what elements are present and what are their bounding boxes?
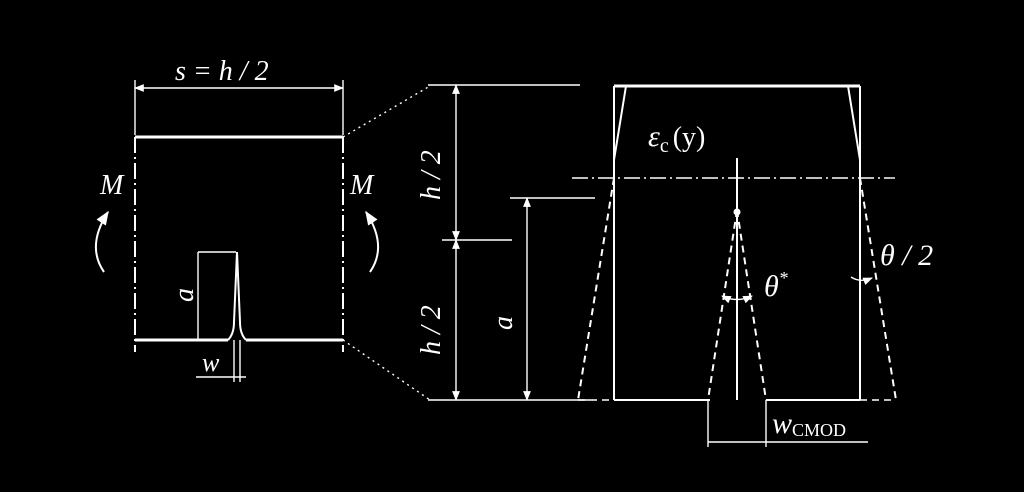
- crack-face-right: [736, 209, 767, 401]
- beam-segment: s = h / 2 a w M M: [94, 56, 380, 382]
- moment-arrow-left: [94, 210, 109, 273]
- strain-profile-left: [613, 85, 627, 178]
- theta-half-label: θ / 2: [880, 239, 933, 272]
- theta-star-arc: [721, 295, 753, 304]
- strain-label: εc(y): [648, 120, 705, 157]
- theta-star-label: θ*: [764, 268, 788, 303]
- half-height-top-label: h / 2: [416, 150, 447, 200]
- strain-profile-right: [847, 85, 861, 178]
- crack-depth-label-left: a: [169, 288, 200, 302]
- moment-arrow-right: [365, 210, 380, 273]
- crack-tip-dot: [733, 208, 741, 216]
- half-height-bottom-label: h / 2: [416, 305, 447, 355]
- s-equals-label: s = h / 2: [175, 56, 269, 87]
- hinge-detail: θ* θ / 2 εc(y) wCMOD: [572, 84, 933, 447]
- crack-depth-label-mid: a: [488, 316, 519, 330]
- crack-width-label: w: [202, 348, 220, 377]
- moment-label-right: M: [349, 170, 375, 201]
- theta-half-arc: [850, 276, 873, 286]
- rotated-face-right: [859, 177, 897, 401]
- wcmod-label: wCMOD: [772, 407, 846, 440]
- crack-notch: [227, 251, 247, 341]
- moment-label-left: M: [99, 170, 125, 201]
- height-dimensions: h / 2 h / 2 a: [416, 84, 595, 401]
- crack-face-left: [707, 209, 738, 401]
- rotated-face-left: [577, 177, 615, 401]
- zoom-line-top: [342, 85, 431, 138]
